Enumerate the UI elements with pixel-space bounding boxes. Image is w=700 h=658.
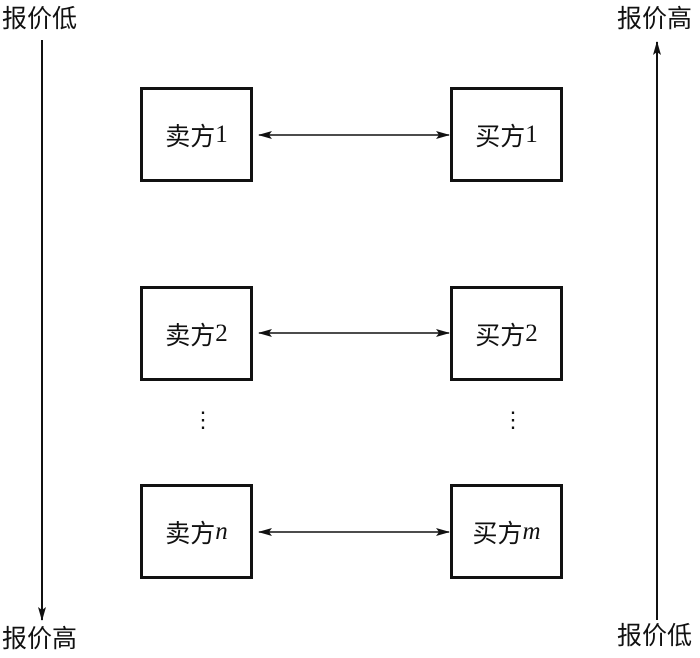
buyer-name: 买方 xyxy=(475,320,526,350)
seller-name: 卖方 xyxy=(165,320,216,350)
left-top-label: 报价低 xyxy=(2,4,78,33)
buyer-index: m xyxy=(522,517,541,545)
buyer-name: 买方 xyxy=(475,121,526,151)
seller-index: n xyxy=(215,517,228,545)
seller-name: 卖方 xyxy=(165,121,216,151)
buyer-index: 1 xyxy=(525,120,538,148)
left-bottom-label: 报价高 xyxy=(2,624,78,653)
seller-index: 2 xyxy=(215,319,228,347)
buyer-index: 2 xyxy=(525,319,538,347)
right-bottom-label: 报价低 xyxy=(617,621,693,650)
seller-ellipsis: ⋮ xyxy=(192,408,214,433)
seller-name: 卖方 xyxy=(165,518,216,548)
buyer-name: 买方 xyxy=(472,518,523,548)
right-top-label: 报价高 xyxy=(617,4,693,33)
buyer-ellipsis: ⋮ xyxy=(502,408,524,433)
seller-index: 1 xyxy=(215,120,228,148)
